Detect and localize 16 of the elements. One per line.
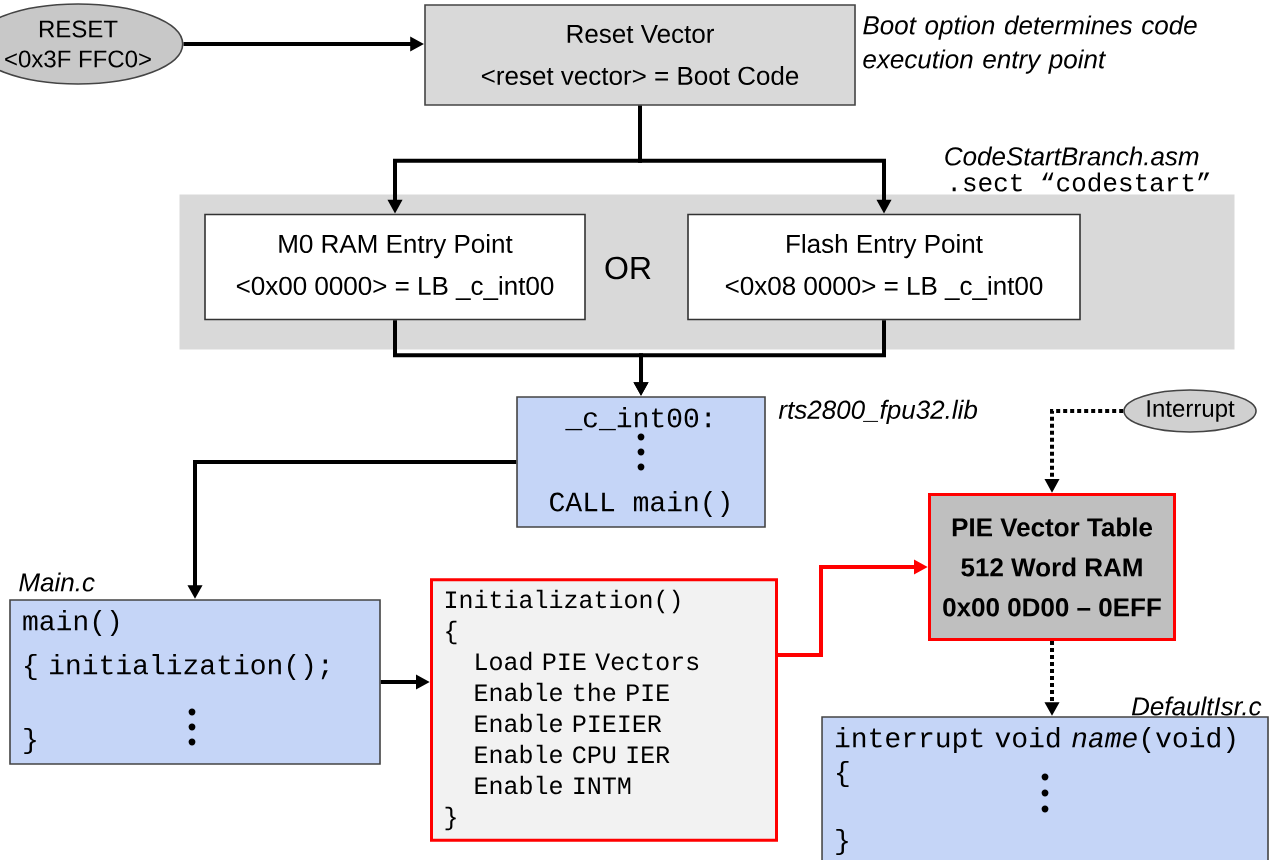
code-box: main() { initialization(); } xyxy=(9,599,381,765)
code-box: interrupt void name(void) { } xyxy=(821,716,1269,860)
code-box: Initialization() { Load PIE Vectors Enable the PIE Enable PIEIER Enable CPU IER Enable INTM } xyxy=(430,578,778,842)
file-name-label: Main.c xyxy=(19,572,95,592)
file-name-label: DefaultIsr.c xyxy=(1131,696,1262,716)
file-name-label: CodeStartBranch.asm xyxy=(945,146,1199,166)
or-label: OR xyxy=(605,256,651,280)
code-box: _c_int00: CALL main() xyxy=(516,396,766,528)
table-box: PIE Vector Table 512 Word RAM 0x00 0D00 – 0EFF xyxy=(928,493,1176,641)
process-box: M0 RAM Entry Point <0x00 0000> = LB _c_int00 xyxy=(204,213,586,321)
process-box: Flash Entry Point <0x08 0000> = LB _c_int00 xyxy=(687,213,1081,321)
code-text: .sect “codestart” xyxy=(952,172,1210,192)
ellipse-node: Interrupt xyxy=(1123,389,1257,433)
file-name-label: rts2800_fpu32.lib xyxy=(778,399,978,425)
note-text: Boot option determines code execution entry point xyxy=(863,15,1197,74)
process-box: Reset Vector <reset vector> = Boot Code xyxy=(424,4,856,106)
